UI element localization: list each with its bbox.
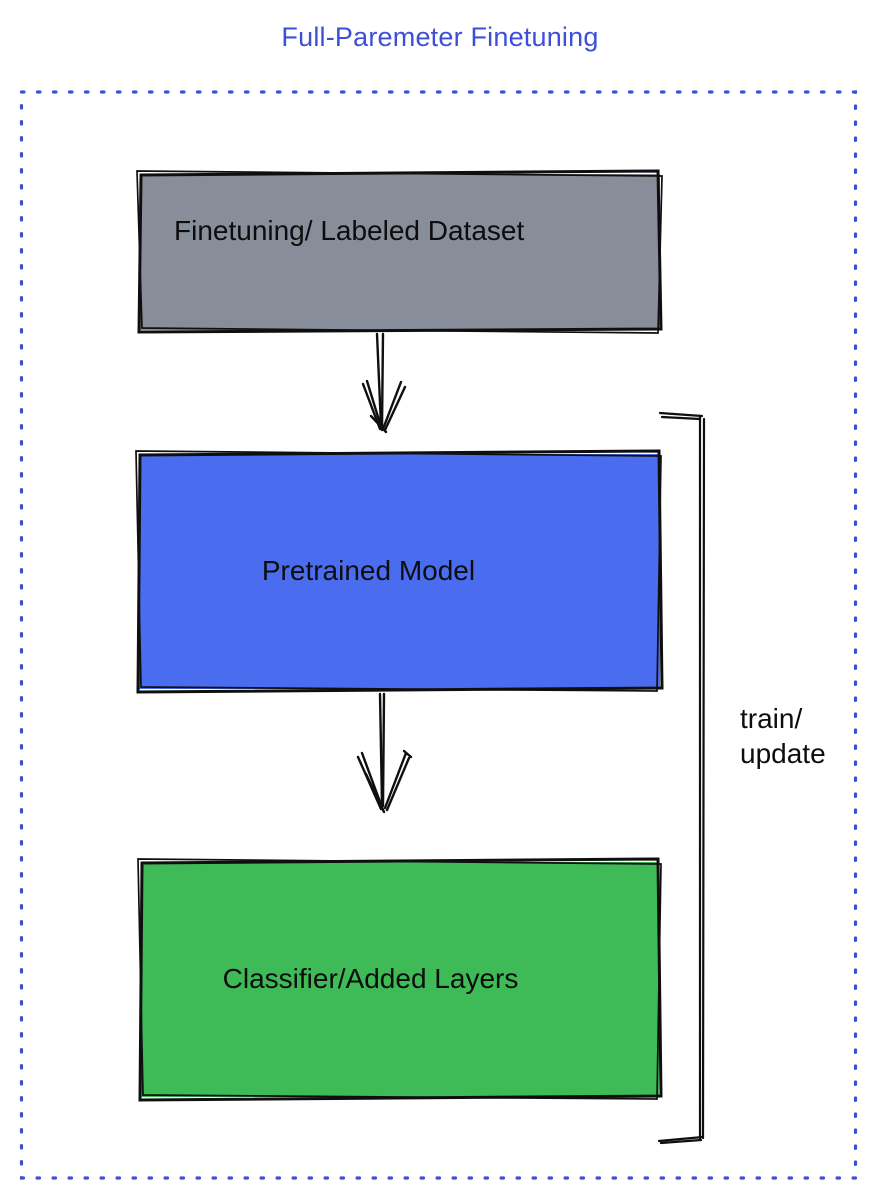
dataset-box [136, 169, 663, 334]
arrow2-shaft-line1 [378, 692, 384, 806]
classifier-box-fill [141, 862, 659, 1097]
arrow2-right-barb2 [385, 756, 411, 812]
dashed-frame [19, 90, 858, 1180]
pretrained-box-label: Pretrained Model [137, 452, 662, 690]
train-update-bracket [657, 411, 706, 1145]
classifier-box-label-text: Classifier/Added Layers [222, 963, 519, 994]
bracket-label-line2: update [740, 738, 826, 769]
arrow1-shaft-line1 [375, 332, 383, 428]
classifier-box-border-inner [137, 858, 662, 1100]
page-title: Full-Paremeter Finetuning [281, 22, 599, 52]
arrow-pretrained-to-classifier [356, 692, 413, 814]
pretrained-box-label-text: Pretrained Model [261, 555, 476, 586]
bracket-label: train/ update [740, 701, 826, 771]
pretrained-box [135, 449, 664, 694]
arrow1-right-barb2 [383, 385, 407, 432]
bracket-top-cap1 [658, 411, 704, 418]
dataset-box-label: Finetuning/ Labeled Dataset [174, 215, 525, 246]
arrow2-shaft-line2 [381, 692, 386, 808]
bracket-top-cap2 [660, 415, 702, 421]
arrow2-extra-stroke [364, 772, 386, 814]
dataset-box-border-inner [136, 170, 663, 334]
arrow1-shaft-line2 [380, 332, 385, 430]
arrow2-hook-stroke [402, 749, 413, 759]
bracket-bottom-cap2 [659, 1138, 703, 1145]
arrow1-left-barb2 [365, 379, 384, 432]
arrow1-right-barb1 [381, 380, 403, 431]
arrow2-right-barb1 [383, 751, 408, 810]
bracket-label-line1: train/ [740, 703, 803, 734]
classifier-box [137, 857, 663, 1102]
arrow-dataset-to-pretrained [361, 332, 407, 434]
pretrained-box-fill [139, 454, 660, 689]
classifier-box-label: Classifier/Added Layers [139, 860, 662, 1098]
bracket-bottom-cap1 [657, 1135, 705, 1143]
bracket-vertical2 [701, 417, 706, 1140]
pretrained-box-border-inner [135, 450, 662, 692]
dataset-box-fill [140, 174, 660, 330]
arrow1-extra-stroke [369, 414, 388, 434]
